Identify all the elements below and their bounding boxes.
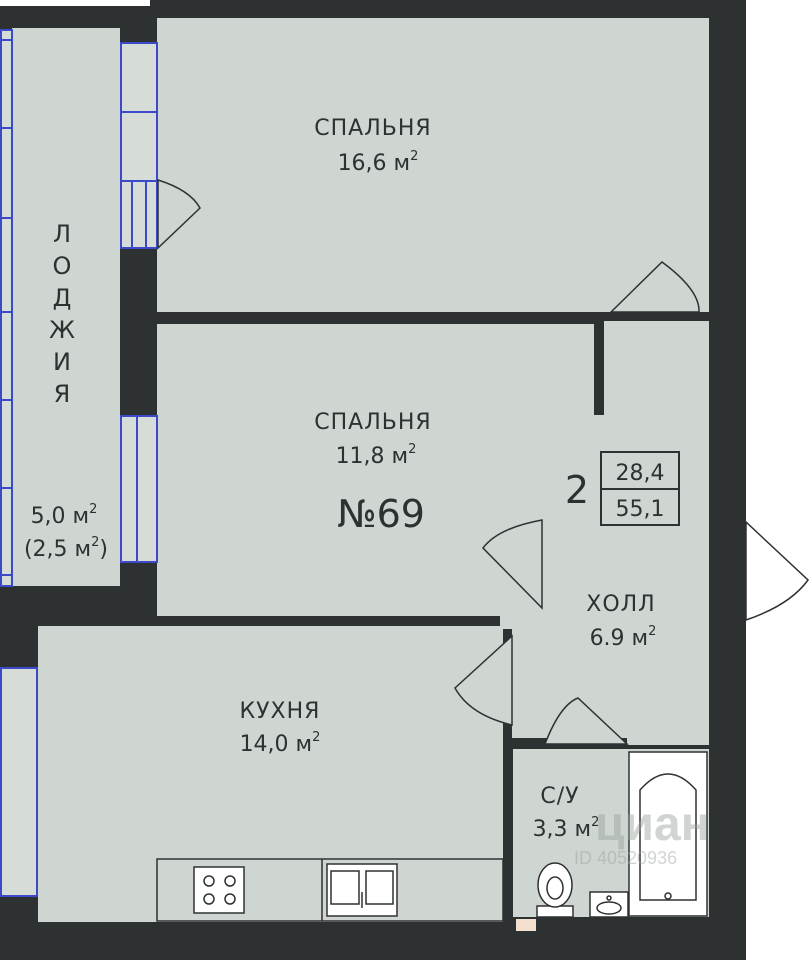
washbasin-icon — [589, 891, 629, 918]
hall-passage — [500, 615, 545, 629]
room-count: 2 — [565, 468, 589, 512]
entrance-door-swing — [745, 520, 809, 622]
hall-name: ХОЛЛ — [586, 592, 655, 617]
loggia-letter: Ж — [49, 316, 75, 344]
balcony-door — [120, 180, 158, 249]
bedroom-2-name: СПАЛЬНЯ — [314, 410, 431, 435]
kitchen-name: КУХНЯ — [240, 699, 321, 724]
loggia-letter: Д — [53, 284, 72, 312]
loggia-letter: И — [53, 348, 71, 376]
loggia-outer-glazing — [0, 29, 13, 587]
kitchen-area: 14,0 м2 — [240, 730, 321, 757]
riser-marker — [516, 919, 536, 931]
watermark-id: ID 40520936 — [574, 848, 677, 868]
bedroom-1-window — [120, 42, 158, 182]
hall-area: 6.9 м2 — [590, 624, 657, 651]
loggia-name-vertical: Л О Д Ж И Я — [49, 220, 75, 408]
total-area-value: 55,1 — [616, 497, 665, 522]
kitchen-window — [0, 667, 38, 897]
bedroom-1-area: 16,6 м2 — [338, 149, 419, 176]
bedroom-1-floor — [157, 18, 709, 312]
loggia-floor — [12, 28, 120, 586]
bedroom-2-area: 11,8 м2 — [336, 442, 417, 469]
kitchen-sink-icon — [326, 863, 398, 917]
loggia-letter: Л — [53, 220, 71, 248]
watermark-brand: циан — [595, 798, 710, 851]
bathroom-name: С/У — [540, 784, 579, 809]
top-edge-strip — [0, 0, 150, 6]
kitchen-door-swing — [454, 634, 513, 726]
bathtub-icon — [628, 751, 708, 917]
living-area-value: 28,4 — [616, 461, 665, 486]
loggia-reduced-area: (2,5 м2) — [24, 535, 108, 562]
bedroom-1-name: СПАЛЬНЯ — [314, 116, 431, 141]
balcony-door-swing — [157, 178, 201, 250]
toilet-icon — [536, 862, 574, 918]
bathroom-door-swing — [543, 697, 629, 745]
loggia-letter: Я — [54, 380, 71, 408]
bedroom-2-door-swing — [482, 519, 543, 610]
apartment-number: №69 — [337, 492, 425, 536]
bedroom-1-door-swing — [609, 261, 700, 313]
hall-floor — [512, 321, 709, 745]
stove-icon — [193, 866, 245, 914]
bathroom-area: 3,3 м2 — [533, 815, 600, 842]
loggia-letter: О — [53, 252, 72, 280]
bedroom-2-window — [120, 415, 158, 563]
loggia-area: 5,0 м2 — [31, 502, 98, 529]
